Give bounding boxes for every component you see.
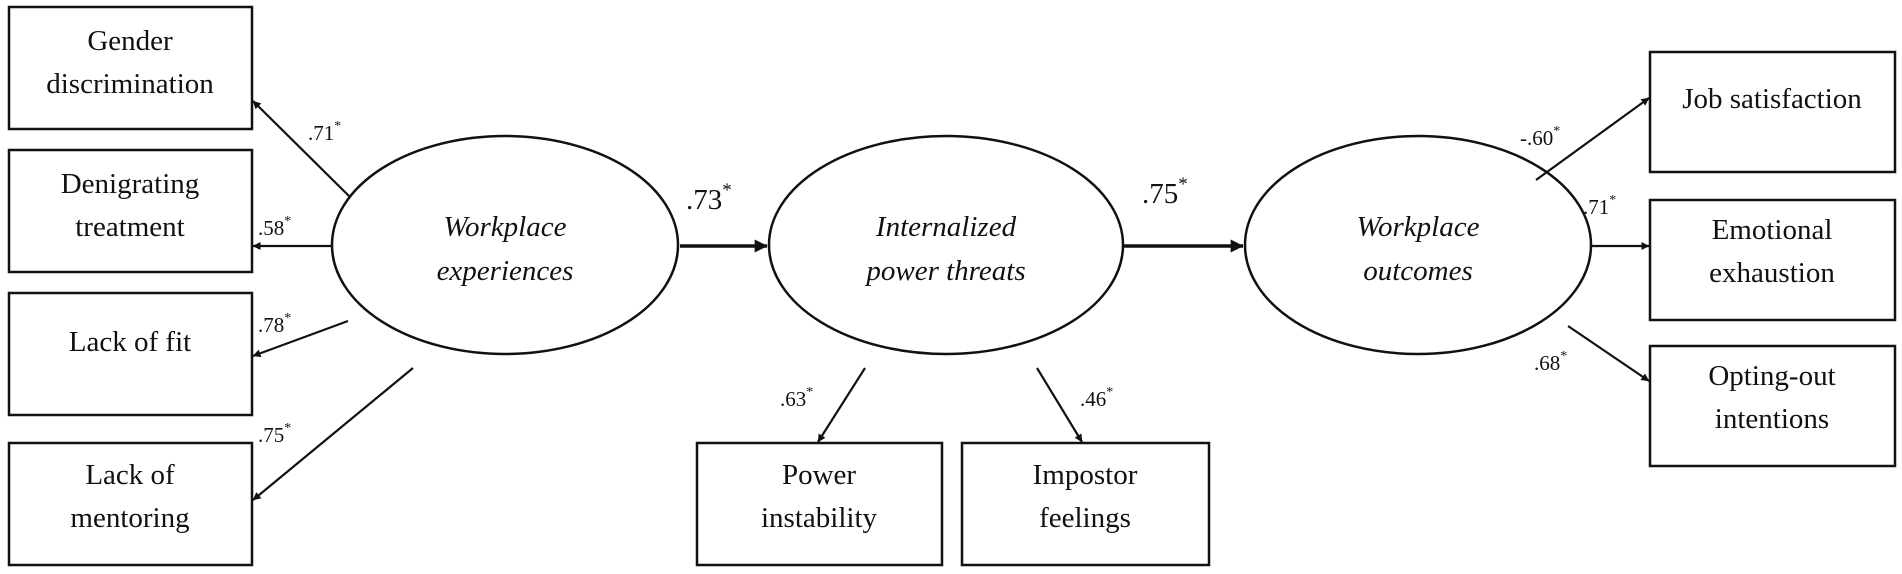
loading-opting-out-intentions: .68* (1534, 349, 1567, 375)
loading-denigrating-treatment: .58* (258, 214, 291, 240)
indicator-opting-out-intentions: Opting-out intentions (1648, 344, 1897, 468)
indicator-denigrating-treatment: Denigrating treatment (7, 148, 254, 274)
arrow-to-opting-out-intentions (1567, 325, 1650, 382)
latent-workplace-experiences: Workplace experiences (330, 134, 680, 356)
indicator-gender-discrimination: Gender discrimination (7, 5, 254, 131)
loading-emotional-exhaustion: .71* (1583, 193, 1616, 219)
loading-job-satisfaction: -.60* (1520, 124, 1560, 150)
latent-workplace-outcomes: Workplace outcomes (1243, 134, 1593, 356)
loading-power-instability: .63* (780, 385, 813, 411)
loading-lack-of-mentoring: .75* (258, 421, 291, 447)
indicator-job-satisfaction: Job satisfaction (1648, 50, 1897, 174)
path-coef-experiences-threats: .73* (686, 180, 732, 216)
indicator-label-line-1: Denigrating (61, 168, 200, 200)
loading-lack-of-fit: .78* (258, 311, 291, 337)
loading-gender-discrimination: .71* (308, 119, 341, 145)
latent-label-line-2: power threats (864, 255, 1025, 287)
indicator-label-line-2: treatment (75, 211, 185, 243)
indicator-lack-of-mentoring: Lack of mentoring (7, 441, 254, 567)
indicator-power-instability: Power instability (695, 441, 944, 567)
arrow-to-job-satisfaction (1535, 97, 1650, 181)
arrow-to-gender-discrimination (252, 100, 351, 198)
indicator-label-line-1: Opting-out (1708, 360, 1835, 392)
latent-label-line-2: experiences (437, 255, 574, 287)
indicator-label-line-2: instability (761, 502, 878, 534)
indicator-label-line-2: exhaustion (1709, 257, 1835, 289)
indicator-label-line-2: discrimination (46, 68, 214, 100)
latent-label-line-2: outcomes (1363, 255, 1473, 287)
indicator-label-line-2: intentions (1715, 403, 1829, 435)
indicator-label-line-1: Lack of fit (69, 326, 191, 358)
indicator-lack-of-fit: Lack of fit (7, 291, 254, 417)
path-coef-threats-outcomes: .75* (1142, 174, 1188, 210)
latent-internalized-power-threats: Internalized power threats (767, 134, 1125, 356)
indicator-label-line-1: Impostor (1033, 459, 1138, 491)
indicator-emotional-exhaustion: Emotional exhaustion (1648, 198, 1897, 322)
indicator-label-line-2: feelings (1039, 502, 1131, 534)
latent-label-line-1: Internalized (875, 211, 1017, 243)
arrow-to-lack-of-mentoring (252, 367, 414, 501)
indicator-label-line-1: Lack of (85, 459, 175, 491)
indicator-label-line-1: Power (782, 459, 856, 491)
indicator-label-line-1: Gender (87, 25, 173, 57)
indicator-label-line-1: Emotional (1712, 214, 1833, 246)
indicator-label-line-1: Job satisfaction (1682, 83, 1862, 115)
indicator-impostor-feelings: Impostor feelings (960, 441, 1211, 567)
arrow-to-power-instability (817, 367, 866, 443)
loading-impostor-feelings: .46* (1080, 385, 1113, 411)
latent-label-line-1: Workplace (444, 211, 567, 243)
arrow-to-lack-of-fit (252, 319, 349, 358)
indicator-label-line-2: mentoring (70, 502, 189, 534)
latent-label-line-1: Workplace (1357, 211, 1480, 243)
arrow-to-impostor-feelings (1036, 367, 1083, 443)
